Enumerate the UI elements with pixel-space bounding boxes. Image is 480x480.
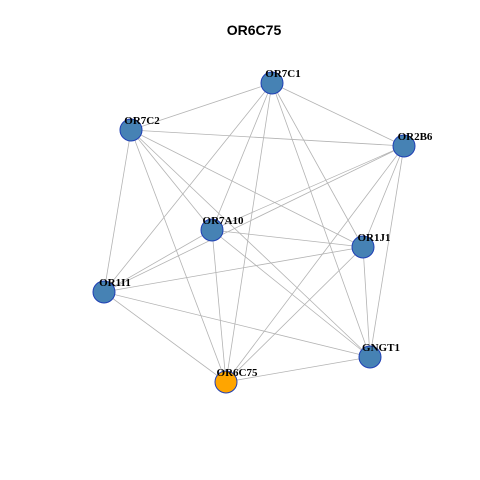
edge-OR7C1-GNGT1 xyxy=(271,82,371,358)
node-label-or1i1: OR1I1 xyxy=(99,277,131,289)
node-or1j1[interactable] xyxy=(351,235,375,259)
edge-OR7C2-OR7A10 xyxy=(130,129,213,231)
edge-OR7A10-GNGT1 xyxy=(211,229,371,358)
node-label-or7a10: OR7A10 xyxy=(203,215,244,227)
edge-OR2B6-OR1J1 xyxy=(362,145,405,248)
edge-OR2B6-GNGT1 xyxy=(369,145,405,358)
label-layer: OR7C1OR7C2OR2B6OR7A10OR1J1OR1I1GNGT1OR6C… xyxy=(99,68,433,379)
edge-OR7C2-OR1J1 xyxy=(130,129,364,248)
edge-OR1J1-OR1I1 xyxy=(103,246,364,293)
edge-OR7C1-OR7A10 xyxy=(211,82,273,231)
edge-OR7C2-OR2B6 xyxy=(130,129,405,147)
edge-OR7C1-OR7C2 xyxy=(130,82,273,131)
node-label-or7c1: OR7C1 xyxy=(265,68,300,80)
node-or1i1[interactable] xyxy=(92,280,116,304)
edge-OR1J1-OR6C75 xyxy=(225,246,364,383)
edge-OR7C1-OR1J1 xyxy=(271,82,364,248)
edge-OR1I1-OR6C75 xyxy=(103,291,227,383)
edge-OR7C2-GNGT1 xyxy=(130,129,371,358)
node-or7c2[interactable] xyxy=(119,118,143,142)
node-or7a10[interactable] xyxy=(200,218,224,242)
edge-OR1I1-GNGT1 xyxy=(103,291,371,358)
edge-OR7A10-OR1J1 xyxy=(211,229,364,248)
node-or2b6[interactable] xyxy=(392,134,416,158)
node-label-or1j1: OR1J1 xyxy=(358,232,391,244)
diagram-title: OR6C75 xyxy=(227,22,282,38)
edge-OR7C1-OR2B6 xyxy=(271,82,405,147)
edge-OR2B6-OR7A10 xyxy=(211,145,405,231)
edge-OR1J1-GNGT1 xyxy=(362,246,371,358)
edge-OR7A10-OR1I1 xyxy=(103,229,213,293)
edge-OR2B6-OR6C75 xyxy=(225,145,405,383)
node-label-gngt1: GNGT1 xyxy=(362,342,400,354)
node-label-or6c75: OR6C75 xyxy=(217,367,258,379)
node-or6c75[interactable] xyxy=(214,370,238,394)
edge-GNGT1-OR6C75 xyxy=(225,356,371,383)
edge-OR7A10-OR6C75 xyxy=(211,229,227,383)
edge-OR7C1-OR6C75 xyxy=(225,82,273,383)
edge-OR2B6-OR1I1 xyxy=(103,145,405,293)
node-label-or2b6: OR2B6 xyxy=(398,131,433,143)
node-or7c1[interactable] xyxy=(260,71,284,95)
edge-layer xyxy=(103,82,405,383)
node-layer xyxy=(92,71,416,394)
edge-OR7C1-OR1I1 xyxy=(103,82,273,293)
edge-OR7C2-OR1I1 xyxy=(103,129,132,293)
node-gngt1[interactable] xyxy=(358,345,382,369)
node-label-or7c2: OR7C2 xyxy=(124,115,160,127)
